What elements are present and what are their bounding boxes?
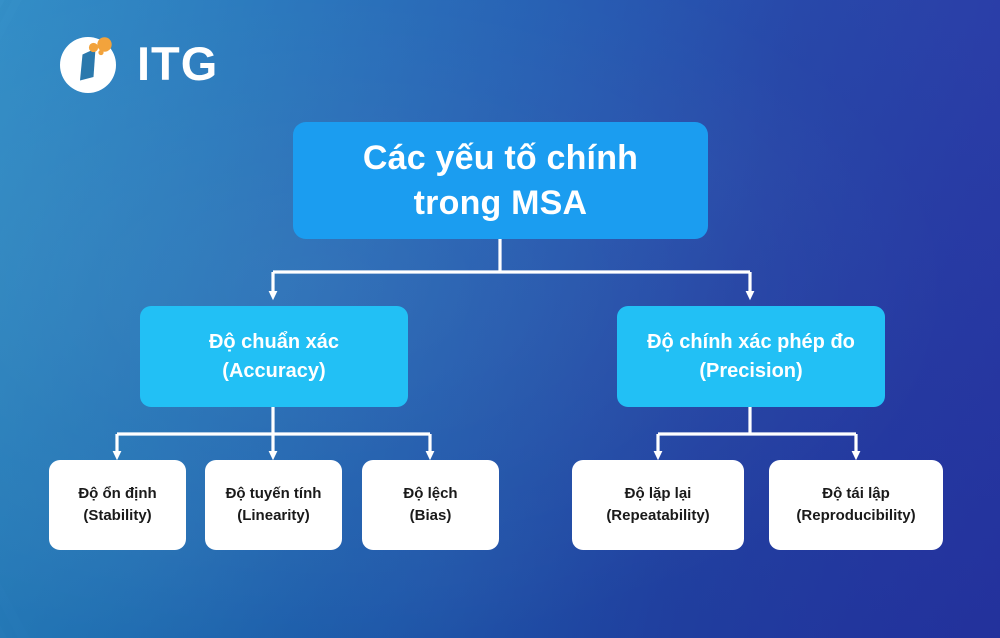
branch-node-accuracy-line-2: (Accuracy): [222, 359, 326, 382]
leaf-node-repeatability[interactable]: Độ lặp lại (Repeatability): [572, 460, 744, 550]
root-node-main-factors[interactable]: Các yếu tố chính trong MSA: [293, 122, 708, 239]
branch-node-accuracy[interactable]: Độ chuẩn xác (Accuracy): [140, 306, 408, 407]
leaf-node-stability-line-1: Độ ổn định: [78, 485, 157, 503]
leaf-node-bias-line-1: Độ lệch: [403, 485, 458, 503]
brand-logo: ITG: [57, 30, 218, 96]
branch-node-precision-line-1: Độ chính xác phép đo: [647, 331, 855, 354]
leaf-node-stability[interactable]: Độ ổn định (Stability): [49, 460, 186, 550]
root-node-line-1: Các yếu tố chính: [362, 138, 639, 177]
branch-node-accuracy-line-1: Độ chuẩn xác: [208, 331, 340, 354]
brand-wordmark: ITG: [137, 36, 219, 90]
leaf-node-reproducibility-line-2: (Reproducibility): [796, 507, 916, 524]
leaf-node-linearity-line-2: (Linearity): [237, 507, 310, 524]
leaf-node-linearity-line-1: Độ tuyến tính: [225, 485, 322, 503]
leaf-node-stability-line-2: (Stability): [83, 507, 152, 524]
leaf-node-repeatability-line-1: Độ lặp lại: [624, 485, 692, 503]
leaf-node-reproducibility[interactable]: Độ tái lập (Reproducibility): [769, 460, 943, 550]
itg-circle-i-logo-icon: [57, 30, 123, 96]
root-node-line-2: trong MSA: [413, 183, 588, 222]
branch-node-precision-line-2: (Precision): [699, 359, 803, 382]
branch-node-precision[interactable]: Độ chính xác phép đo (Precision): [617, 306, 885, 407]
leaf-node-reproducibility-line-1: Độ tái lập: [822, 485, 890, 503]
leaf-node-repeatability-line-2: (Repeatability): [606, 507, 710, 524]
leaf-node-bias[interactable]: Độ lệch (Bias): [362, 460, 499, 550]
leaf-node-linearity[interactable]: Độ tuyến tính (Linearity): [205, 460, 342, 550]
leaf-node-bias-line-2: (Bias): [409, 507, 452, 524]
